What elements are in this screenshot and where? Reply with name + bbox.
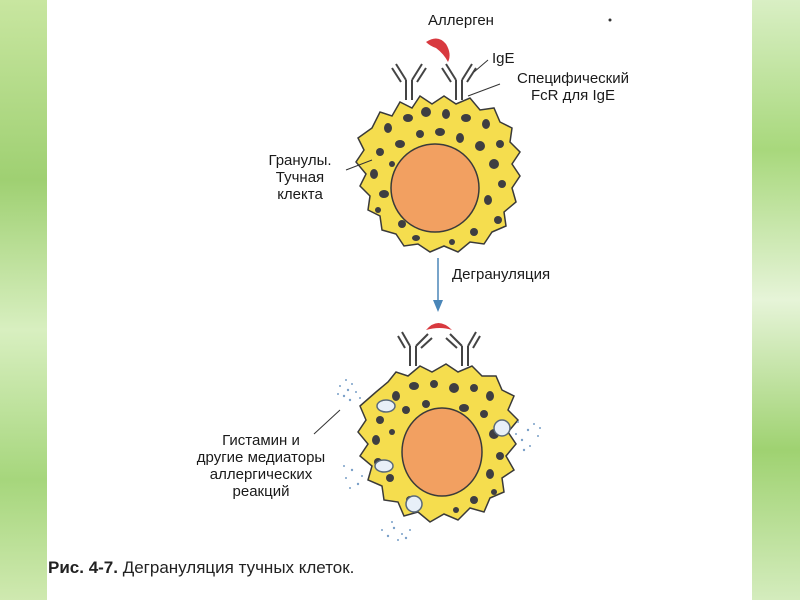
granules-label: Гранулы. Тучная клекта xyxy=(250,152,350,203)
histamine-label-line1: Гистамин и xyxy=(222,432,300,449)
fcr-label: Специфический FcR для IgE xyxy=(498,70,648,104)
degranulation-arrow xyxy=(433,258,443,312)
right-decorative-border xyxy=(752,0,800,600)
nucleus-bottom xyxy=(401,407,483,497)
antibody-right-top xyxy=(441,63,477,100)
vesicles xyxy=(374,399,511,513)
mast-cell-bottom xyxy=(313,323,541,541)
histamine-label: Гистамин и другие медиаторы аллергически… xyxy=(168,432,354,500)
histamine-label-line4: реакций xyxy=(232,483,290,500)
fcr-label-line1: Специфический xyxy=(517,70,629,87)
histamine-label-line2: другие медиаторы xyxy=(196,449,326,466)
figure-caption: Рис. 4-7. Дегрануляция тучных клеток. xyxy=(48,558,354,578)
granules-label-line1: Гранулы. xyxy=(268,152,332,169)
granules-label-line2: Тучная xyxy=(275,169,325,186)
fcr-leader xyxy=(467,83,501,97)
allergen-top xyxy=(426,38,450,62)
ige-label: IgE xyxy=(492,50,515,67)
degranulation-label: Дегрануляция xyxy=(452,266,551,283)
caption-text: Дегрануляция тучных клеток. xyxy=(122,558,355,577)
histamine-label-line3: аллергических xyxy=(209,466,313,483)
granules-label-line3: клекта xyxy=(277,186,323,203)
ige-leader xyxy=(473,59,489,73)
antibody-right-bottom xyxy=(445,331,481,366)
antibody-left-bottom xyxy=(397,331,433,366)
allergen-label: Аллерген xyxy=(428,12,494,29)
mast-cell-top xyxy=(345,18,612,253)
antibody-left-top xyxy=(391,63,427,100)
stray-dot xyxy=(608,18,612,22)
nucleus-top xyxy=(390,143,480,233)
fcr-label-line2: FcR для IgE xyxy=(531,87,615,104)
granules-leader xyxy=(345,159,373,171)
left-decorative-border xyxy=(0,0,47,600)
allergen-bottom xyxy=(426,323,452,330)
mediator-speckles xyxy=(337,379,541,541)
granules-top xyxy=(370,107,506,245)
histamine-leader xyxy=(313,409,341,435)
caption-number: Рис. 4-7. xyxy=(48,558,118,577)
